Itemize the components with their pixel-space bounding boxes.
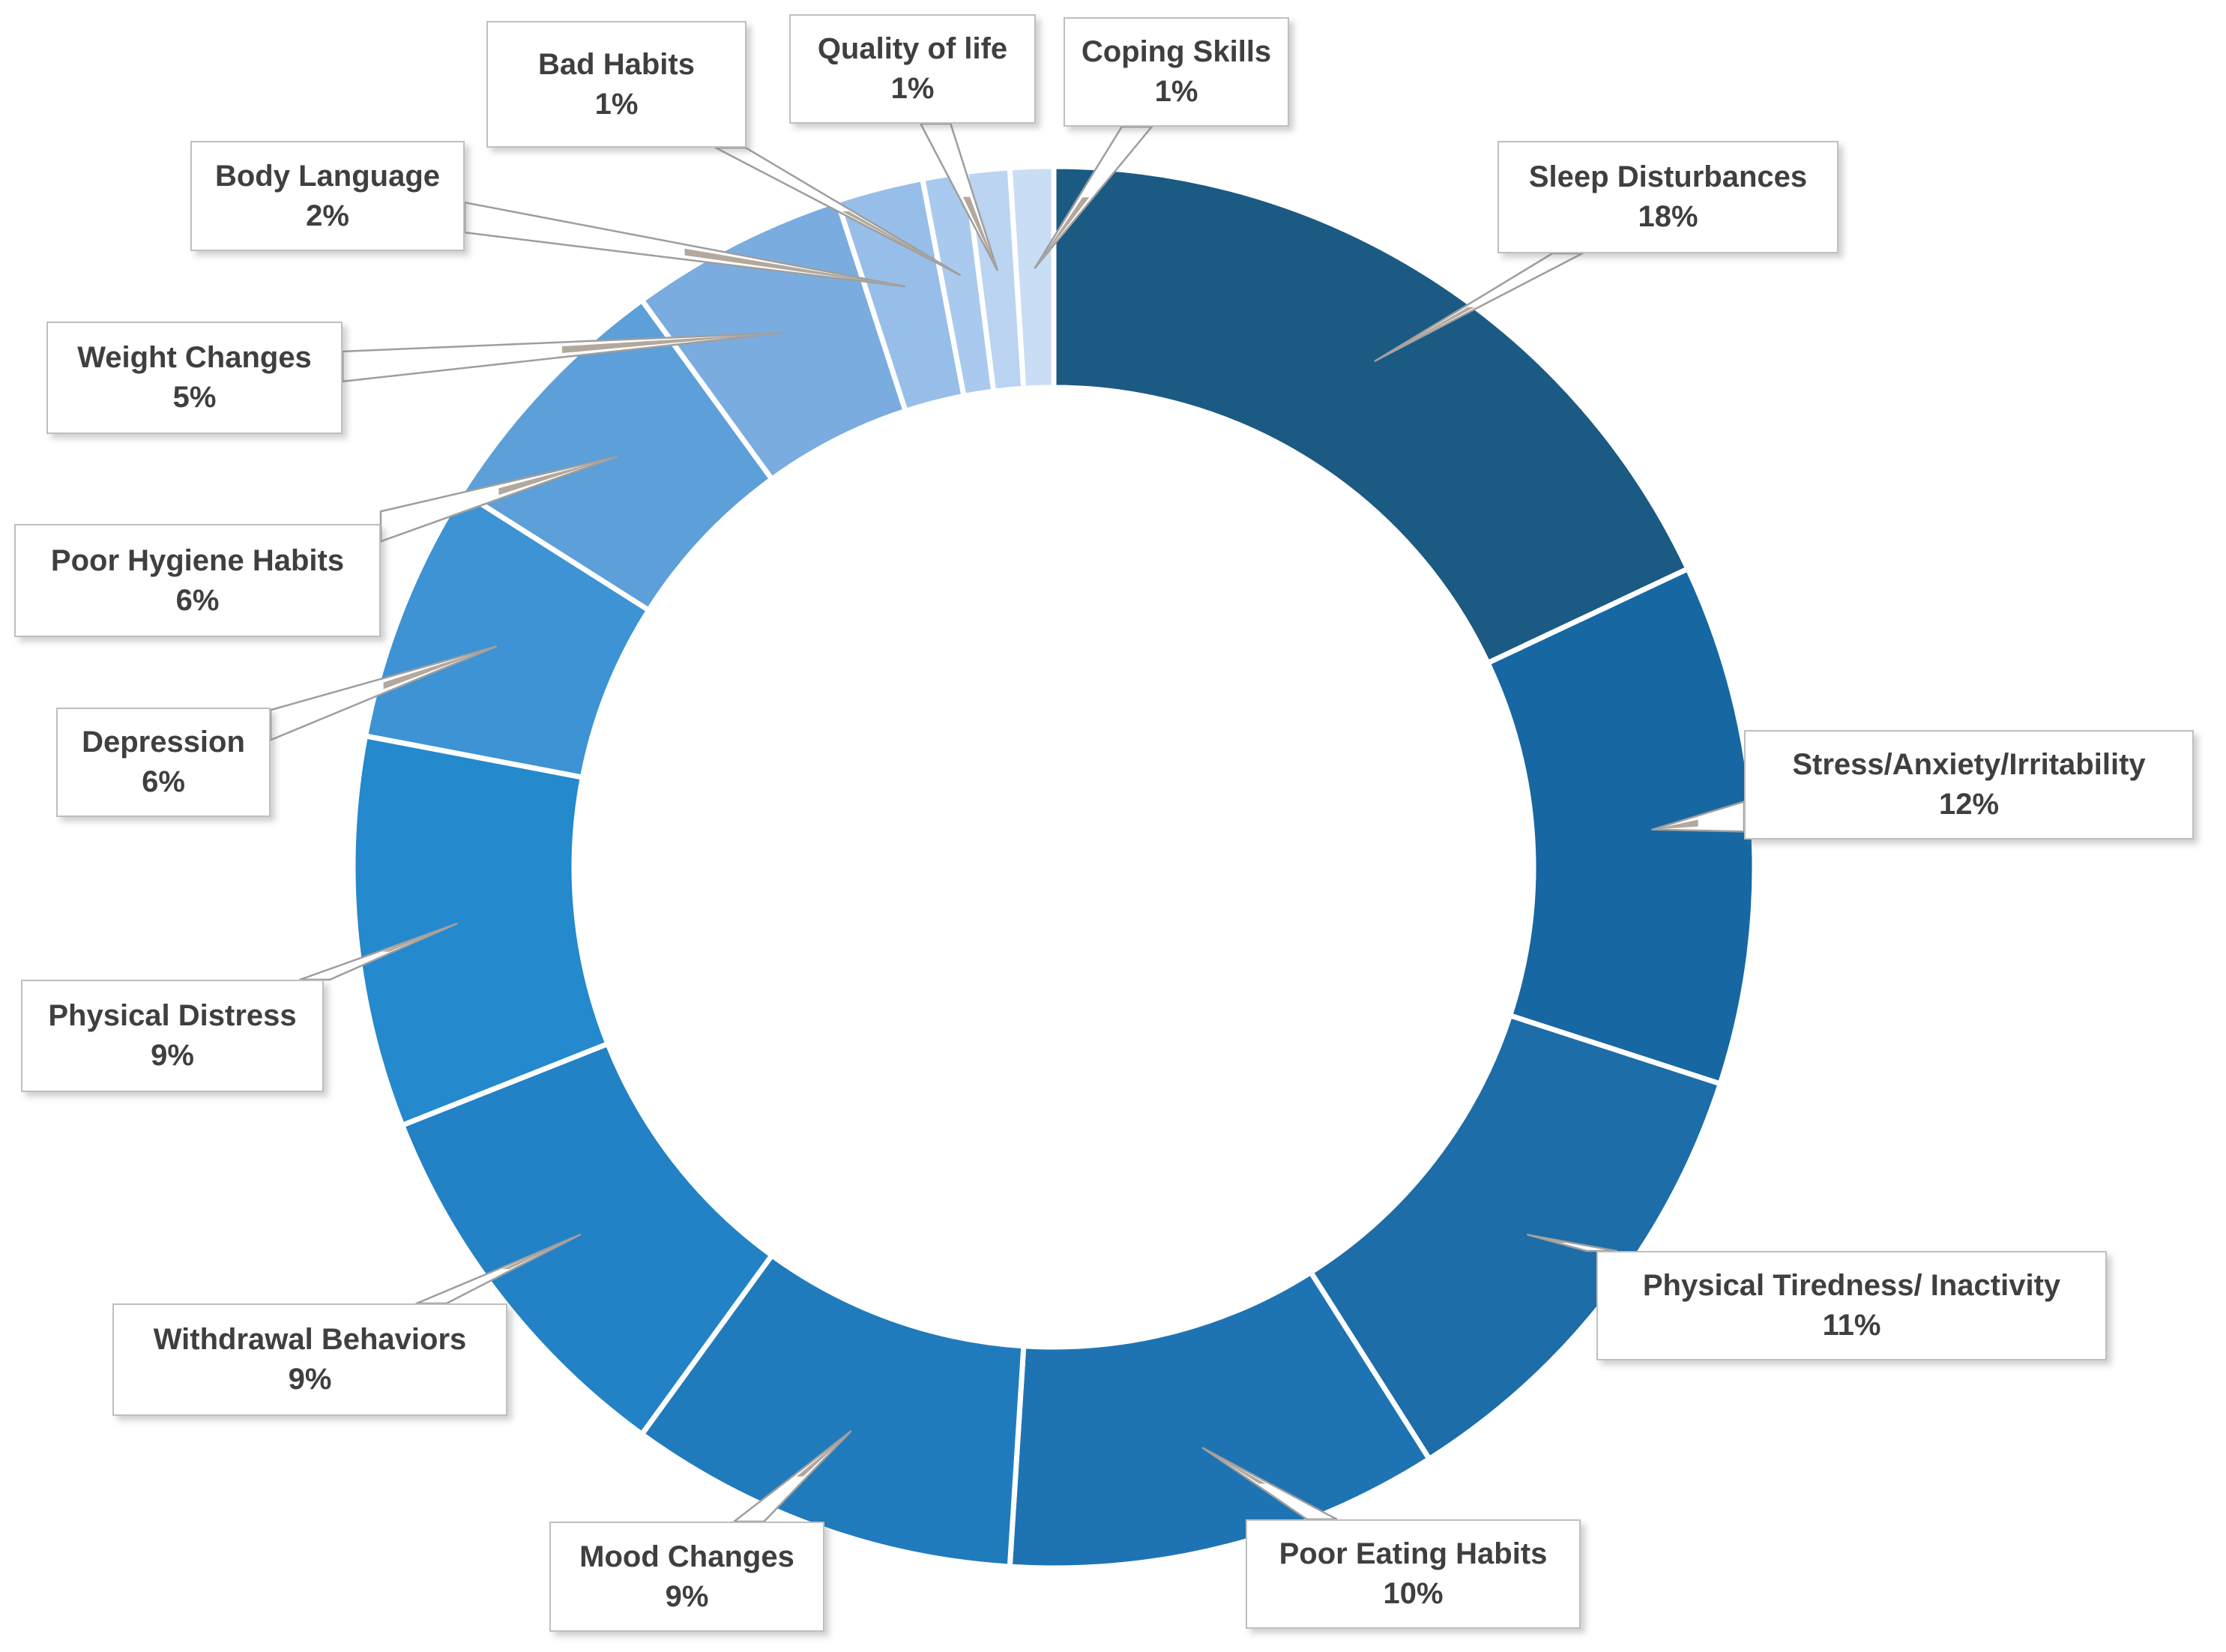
callout-depression: Depression 6%: [56, 708, 271, 817]
callout-label: Withdrawal Behaviors: [153, 1323, 467, 1357]
callout-percent: 2%: [306, 199, 349, 232]
leader-needle-withdrawal-behaviors: [502, 1235, 580, 1270]
callout-label: Physical Distress: [48, 999, 297, 1033]
leader-needle-depression: [383, 646, 497, 690]
leader-needle-stress-anxiety-irritability: [1652, 819, 1698, 830]
callout-stress-anxiety-irritability: Stress/Anxiety/Irritability 12%: [1744, 730, 2194, 839]
leader-bad-habits: [714, 146, 962, 277]
leader-needle-quality-of-life: [962, 196, 998, 271]
callout-percent: 18%: [1638, 200, 1698, 233]
leader-needle-sleep-disturbances: [1375, 307, 1475, 361]
callout-quality-of-life: Quality of life 1%: [789, 14, 1036, 124]
callout-label: Body Language: [214, 159, 441, 193]
leader-body-language: [463, 201, 906, 288]
callout-coping-skills: Coping Skills 1%: [1064, 17, 1289, 127]
callout-percent: 6%: [175, 583, 220, 617]
leader-needle-weight-changes: [561, 333, 782, 354]
callout-label: Depression: [82, 726, 245, 759]
callout-poor-eating-habits: Poor Eating Habits 10%: [1246, 1519, 1581, 1629]
callout-label: Quality of life: [817, 32, 1008, 66]
slice-physical-tiredness-inactivity: [1308, 1013, 1723, 1462]
callout-weight-changes: Weight Changes 5%: [46, 322, 343, 434]
leader-quality-of-life: [920, 122, 998, 271]
leader-needle-poor-eating-habits: [1202, 1447, 1266, 1484]
callout-percent: 9%: [288, 1363, 332, 1396]
leader-depression: [269, 645, 498, 741]
callout-label: Coping Skills: [1081, 35, 1272, 69]
leader-needle-physical-distress: [382, 923, 457, 952]
slice-coping-skills: [1007, 163, 1057, 391]
callout-body-language: Body Language 2%: [190, 141, 465, 251]
callout-percent: 10%: [1383, 1577, 1444, 1610]
callout-percent: 1%: [1154, 75, 1198, 108]
callout-percent: 6%: [142, 765, 185, 798]
slice-stress-anxiety-irritability: [1485, 566, 1758, 1087]
leader-needle-poor-hygiene-habits: [498, 456, 617, 495]
callout-percent: 9%: [665, 1579, 709, 1613]
callout-physical-tiredness-inactivity: Physical Tiredness/ Inactivity 11%: [1596, 1251, 2107, 1360]
callout-percent: 9%: [151, 1039, 194, 1072]
callout-label: Mood Changes: [579, 1540, 794, 1573]
leader-needle-body-language: [684, 248, 905, 287]
leader-needle-physical-tiredness-inactivity: [1527, 1235, 1569, 1243]
leader-needle-mood-changes: [796, 1431, 851, 1477]
slice-sleep-disturbances: [1051, 163, 1691, 666]
callout-label: Weight Changes: [77, 341, 312, 375]
callout-label: Bad Habits: [538, 47, 695, 81]
callout-sleep-disturbances: Sleep Disturbances 18%: [1497, 141, 1839, 253]
callout-percent: 1%: [890, 72, 935, 105]
leader-weight-changes: [341, 331, 783, 383]
callout-percent: 1%: [594, 87, 639, 121]
callout-poor-hygiene-habits: Poor Hygiene Habits 6%: [14, 524, 381, 637]
leader-needle-bad-habits: [842, 211, 960, 275]
leader-poor-hygiene-habits: [379, 456, 618, 543]
callout-label: Stress/Anxiety/Irritability: [1792, 748, 2146, 782]
callout-percent: 12%: [1938, 788, 2000, 821]
leader-sleep-disturbances: [1374, 252, 1584, 362]
callout-withdrawal-behaviors: Withdrawal Behaviors 9%: [112, 1303, 507, 1416]
leader-needle-coping-skills: [1034, 197, 1090, 268]
callout-label: Poor Hygiene Habits: [50, 543, 345, 577]
callout-physical-distress: Physical Distress 9%: [21, 980, 324, 1092]
callout-label: Poor Eating Habits: [1279, 1537, 1548, 1571]
callout-percent: 11%: [1822, 1309, 1881, 1342]
callout-label: Physical Tiredness/ Inactivity: [1642, 1269, 2061, 1303]
callout-bad-habits: Bad Habits 1%: [486, 21, 746, 148]
callout-label: Sleep Disturbances: [1528, 160, 1808, 194]
leader-coping-skills: [1034, 125, 1153, 269]
callout-percent: 5%: [172, 381, 217, 414]
callout-mood-changes: Mood Changes 9%: [549, 1522, 824, 1632]
